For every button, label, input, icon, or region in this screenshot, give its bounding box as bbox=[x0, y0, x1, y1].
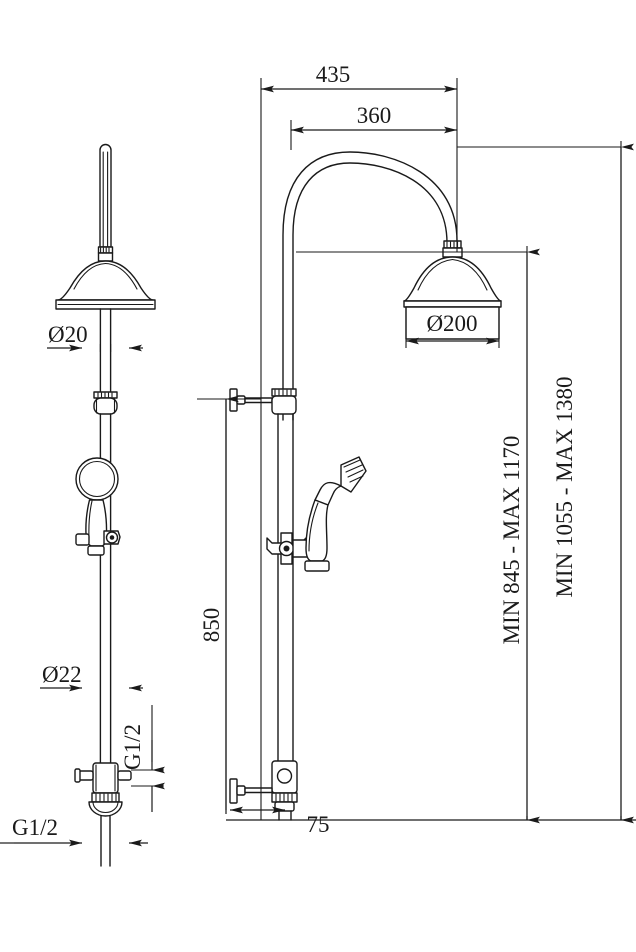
label-riser-diameter-top: Ø20 bbox=[48, 322, 88, 347]
front-arm-collar bbox=[97, 246, 114, 262]
dim-wall-offset: 75 bbox=[230, 806, 330, 837]
label-mixer-height: 850 bbox=[199, 608, 224, 643]
side-cross-handle bbox=[266, 532, 311, 565]
label-mixer-height-range: MIN 845 - MAX 1170 bbox=[499, 436, 524, 645]
front-handshower-bracket bbox=[75, 530, 121, 546]
dim-head-diameter: Ø200 bbox=[405, 307, 500, 348]
side-gooseneck-arm bbox=[282, 151, 458, 421]
front-handshower-handle bbox=[85, 499, 108, 556]
side-arm-collar bbox=[442, 240, 463, 258]
label-riser-diameter-bottom: Ø22 bbox=[42, 662, 82, 687]
label-thread-inlet: G1/2 bbox=[120, 724, 145, 770]
side-mixer-body bbox=[271, 760, 298, 812]
side-tail-pipe bbox=[278, 810, 292, 821]
side-shower-head bbox=[403, 256, 502, 340]
front-riser-upper bbox=[99, 308, 112, 393]
dim-head-height-range: MIN 1055 - MAX 1380 bbox=[457, 143, 634, 824]
label-head-diameter: Ø200 bbox=[426, 311, 477, 336]
side-view-group bbox=[229, 151, 502, 821]
label-width-overall: 435 bbox=[316, 62, 351, 87]
dim-thread-inlet-leader bbox=[131, 705, 165, 812]
front-tail-pipe bbox=[100, 815, 111, 867]
label-head-height-range: MIN 1055 - MAX 1380 bbox=[552, 376, 577, 597]
side-wall-bracket-upper bbox=[229, 388, 297, 415]
side-wall-bracket-lower bbox=[229, 778, 273, 804]
dimension-lines-group: 435 360 Ø200 850 75 bbox=[0, 62, 636, 844]
dim-mixer-height: 850 bbox=[197, 395, 261, 814]
side-riser-pipe bbox=[277, 413, 294, 762]
label-wall-offset: 75 bbox=[307, 812, 330, 837]
front-mixer-body bbox=[74, 762, 132, 794]
dim-mixer-height-range: MIN 845 - MAX 1170 bbox=[296, 248, 540, 824]
front-view-group: Ø20 Ø22 G1/2 G1/2 bbox=[12, 143, 165, 867]
dim-riser-diameter-top bbox=[47, 344, 143, 352]
front-shower-head bbox=[55, 260, 156, 310]
front-handshower-head bbox=[75, 457, 119, 501]
dim-width-overall: 435 bbox=[261, 62, 457, 93]
front-outlet-connector bbox=[88, 792, 123, 817]
label-width-inner: 360 bbox=[357, 103, 392, 128]
front-slider-coupling bbox=[93, 391, 118, 415]
label-thread-outlet: G1/2 bbox=[12, 815, 58, 840]
side-handshower bbox=[304, 456, 367, 572]
dim-width-inner: 360 bbox=[291, 103, 457, 134]
front-shower-arm bbox=[99, 143, 112, 248]
